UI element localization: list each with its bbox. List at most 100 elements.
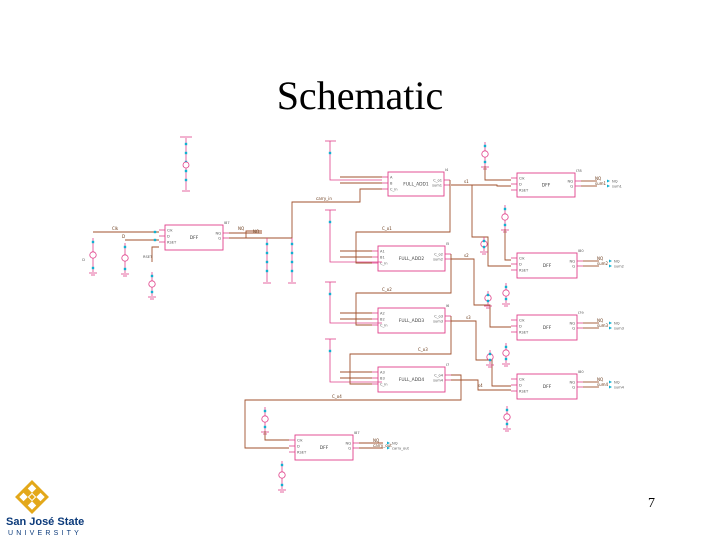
output-port-icon (609, 385, 612, 389)
pin-label: C_o1 (433, 178, 442, 182)
net-node (486, 299, 490, 303)
output-sum-label: sum3 (597, 323, 609, 328)
pin-label: A (390, 175, 393, 179)
block-name: FULL_ADD1 (403, 182, 429, 188)
vsource-co-1 (261, 415, 269, 423)
sum2-wire (451, 258, 511, 328)
net-node (263, 409, 267, 413)
instance-label: I80 (578, 370, 584, 374)
clk-co-wire (264, 431, 289, 441)
net-node (280, 483, 284, 487)
net-node (488, 358, 492, 362)
carry-c2-wire (355, 254, 452, 326)
port-label: sum4 (614, 385, 625, 389)
block-add3 (377, 307, 446, 334)
adder-input-wire (329, 339, 382, 383)
port-label: carry_out (392, 446, 409, 450)
output-nq-label: NQ (597, 256, 603, 261)
pin-label: NQ (569, 321, 575, 325)
pin-label: D (519, 262, 522, 266)
vsource-co-2 (278, 471, 286, 479)
net-node (263, 425, 267, 429)
net-label-c-o1: C_o1 (382, 226, 392, 231)
block-dff_co (294, 434, 354, 461)
sum4-wire (451, 379, 511, 391)
sum1-to-dff (472, 184, 511, 187)
net-node (482, 239, 486, 243)
pin-label: Q (348, 446, 351, 450)
output-nq-label: NQ (597, 318, 603, 323)
pin-label: B (390, 181, 393, 185)
block-name: DFF (320, 445, 329, 451)
pin-label: NQ (569, 259, 575, 263)
block-dff_s1 (516, 172, 576, 198)
block-add4 (377, 366, 446, 393)
net-label-s2: s2 (464, 253, 469, 258)
sum3-wire (451, 320, 511, 387)
pin-label: RSET (519, 389, 529, 393)
clk-out-wire (504, 229, 511, 261)
port-label: sum1 (612, 184, 622, 188)
instance-label: I6 (446, 304, 450, 308)
pin-label: Clk (297, 438, 304, 442)
pin-label: Q (218, 236, 221, 240)
port-label: sum3 (614, 326, 624, 330)
net-node (123, 267, 127, 271)
net-node (290, 269, 294, 273)
net-label-c-o2: C_o2 (382, 287, 392, 292)
net-node (184, 169, 188, 173)
block-add1 (387, 171, 445, 197)
net-node (184, 178, 188, 182)
pin-label: sum4 (433, 378, 444, 382)
net-node (486, 293, 490, 297)
net-node (504, 297, 508, 301)
net-label-s1: s1 (464, 179, 469, 184)
pin-label: Q (572, 264, 575, 268)
output-port-icon (609, 259, 612, 263)
output-label: NQ (238, 226, 244, 231)
net-node (184, 142, 188, 146)
net-node (505, 422, 509, 426)
pin-label: Q (572, 385, 575, 389)
pin-label: NQ (569, 380, 575, 384)
block-name: DFF (543, 325, 552, 331)
output-nq-label: NQ (595, 176, 601, 181)
net-node (488, 352, 492, 356)
net-node (504, 345, 508, 349)
block-add2 (377, 245, 446, 272)
output-port-icon (387, 441, 390, 445)
pin-label: Clk (519, 318, 526, 322)
pin-label: C_o4 (434, 373, 444, 377)
net-node (150, 290, 154, 294)
pin-label: RSET (297, 450, 307, 454)
instance-label: I80 (578, 249, 584, 253)
net-label-c-o4: C_o4 (332, 394, 342, 399)
output-port-icon (609, 264, 612, 268)
vsource-d (121, 254, 129, 262)
pin-label: NQ (345, 441, 351, 445)
port-label: NQ (614, 380, 620, 384)
pin-label: RSET (519, 268, 529, 272)
pin-label: sum2 (433, 257, 443, 261)
carry-c4-wire (244, 374, 462, 449)
net-node (328, 349, 332, 353)
sum1-wire (451, 184, 511, 267)
pin-label: A2 (380, 311, 385, 315)
net-label-d: D (122, 234, 125, 239)
pin-label: D (519, 324, 522, 328)
pin-label: B3 (380, 376, 385, 380)
vsource-clk (89, 251, 97, 259)
vsource-rset (148, 280, 156, 288)
carry-c1-wire (355, 180, 451, 264)
net-node (503, 207, 507, 211)
pin-label: RSET (519, 188, 529, 192)
pin-label: C_in (380, 323, 388, 327)
net-label-c-o3: C_o3 (418, 347, 428, 352)
net-node (482, 245, 486, 249)
vsource-out-2 (501, 213, 509, 221)
block-name: DFF (190, 235, 199, 241)
pin-label: Q (572, 326, 575, 330)
output-sum-label: sum1 (595, 181, 607, 186)
pin-label: C_in (390, 187, 398, 191)
